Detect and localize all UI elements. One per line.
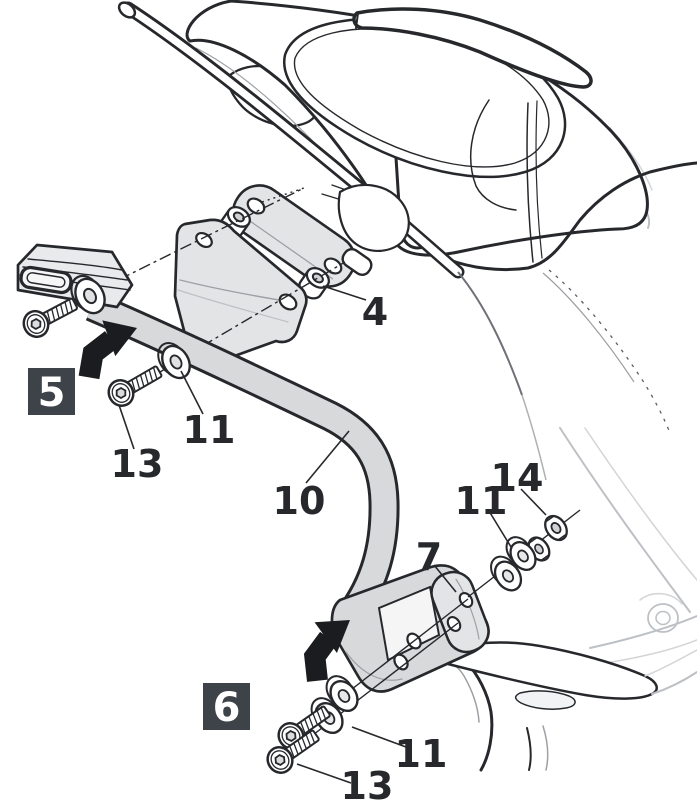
leader-line-13a [118,404,135,450]
bolt-13-bottom-b [266,729,320,774]
leader-line-7 [433,564,457,593]
bracket-arm-10 [85,291,400,626]
part-label-11c: 11 [395,732,448,776]
washer-11-bottom-a [325,675,359,713]
leader-line-11a [180,370,204,415]
direction-arrow-icon [78,320,137,380]
bolt-13-top-b [107,365,163,408]
part-label-4: 4 [362,290,388,334]
right-fastener-stack [467,509,581,598]
grab-rail-tip [117,1,137,19]
part-number-labels: 4 13 11 10 7 11 14 11 13 [111,290,544,800]
part-label-11a: 11 [183,408,236,452]
part-label-13b: 13 [341,764,394,800]
plate-hole [246,197,266,215]
swingarm-pivot-icon [639,592,683,633]
leader-line-4 [322,285,367,301]
leader-lines [118,285,547,784]
washer-11-right-a [505,536,537,571]
link-plate-slot [446,616,462,632]
washer-11-block [70,274,106,315]
step-6-badge: 6 [203,683,250,731]
block-slot [19,265,73,295]
footpeg-bracket [426,641,697,772]
bike-frame-bracket [337,183,410,252]
bolt-13-top-a [22,297,78,339]
washer-11-right-b [490,555,523,592]
grab-rail [117,1,547,481]
bike-side-mount-plate [219,184,373,300]
nut-14 [544,514,568,542]
leader-line-11c [351,726,407,748]
step5-fasteners [22,274,191,408]
leader-line-13b [296,763,352,784]
step-5-badge: 5 [28,368,75,416]
foot-plate-cutout [377,585,441,662]
part-label-13a: 13 [111,442,164,486]
passenger-grab-handle [352,7,593,89]
leader-line-11b [488,510,512,548]
step6-fasteners [266,598,469,774]
washer-11-top [157,342,191,380]
direction-arrow-icon [303,620,350,682]
part-label-11b: 11 [455,479,508,523]
step-5-number: 5 [38,370,66,416]
leader-line-14 [520,488,547,516]
part-label-7: 7 [416,535,442,579]
step-6-number: 6 [213,685,241,731]
part-label-14: 14 [491,456,544,500]
leader-line-10 [305,430,350,484]
hook-tab [341,247,373,277]
part-label-10: 10 [273,479,326,523]
